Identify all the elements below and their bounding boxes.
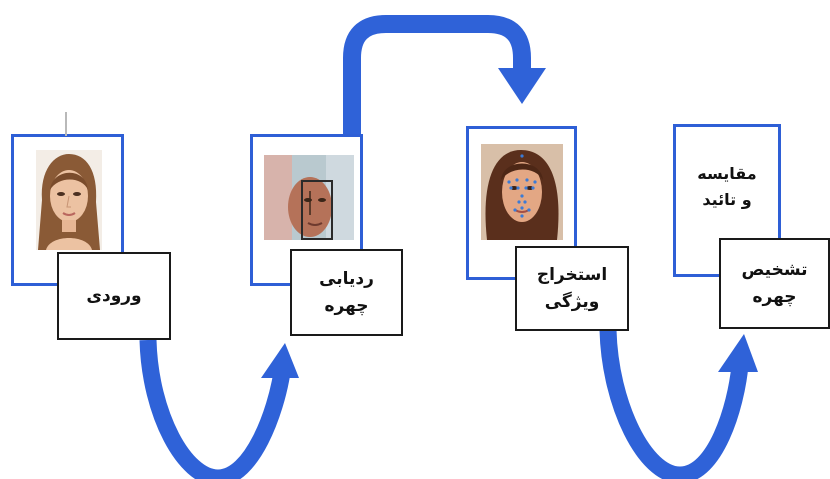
arrow-extraction-to-recognition [599, 329, 749, 479]
extraction-face-photo [481, 144, 563, 240]
step-label-face-tracking: ردیابی چهره [290, 249, 403, 336]
arrow-head-1 [261, 343, 299, 378]
facial-landmark-points [507, 154, 537, 218]
arrow-input-to-tracking [139, 339, 291, 479]
step-label-input: ورودی [57, 252, 171, 340]
tracking-face-photo [264, 155, 354, 240]
input-face-photo [36, 150, 102, 250]
arrow-head-2 [498, 68, 546, 104]
step-label-feature-extraction: استخراج ویژگی [515, 246, 629, 331]
arrow-tracking-to-extraction [343, 15, 531, 135]
arrow-head-3 [718, 334, 758, 372]
step-label-compare-verify: مقایسه و تائید [697, 164, 757, 209]
step-label-face-recognition: تشخیص چهره [719, 238, 830, 329]
frame-tick [65, 112, 67, 136]
